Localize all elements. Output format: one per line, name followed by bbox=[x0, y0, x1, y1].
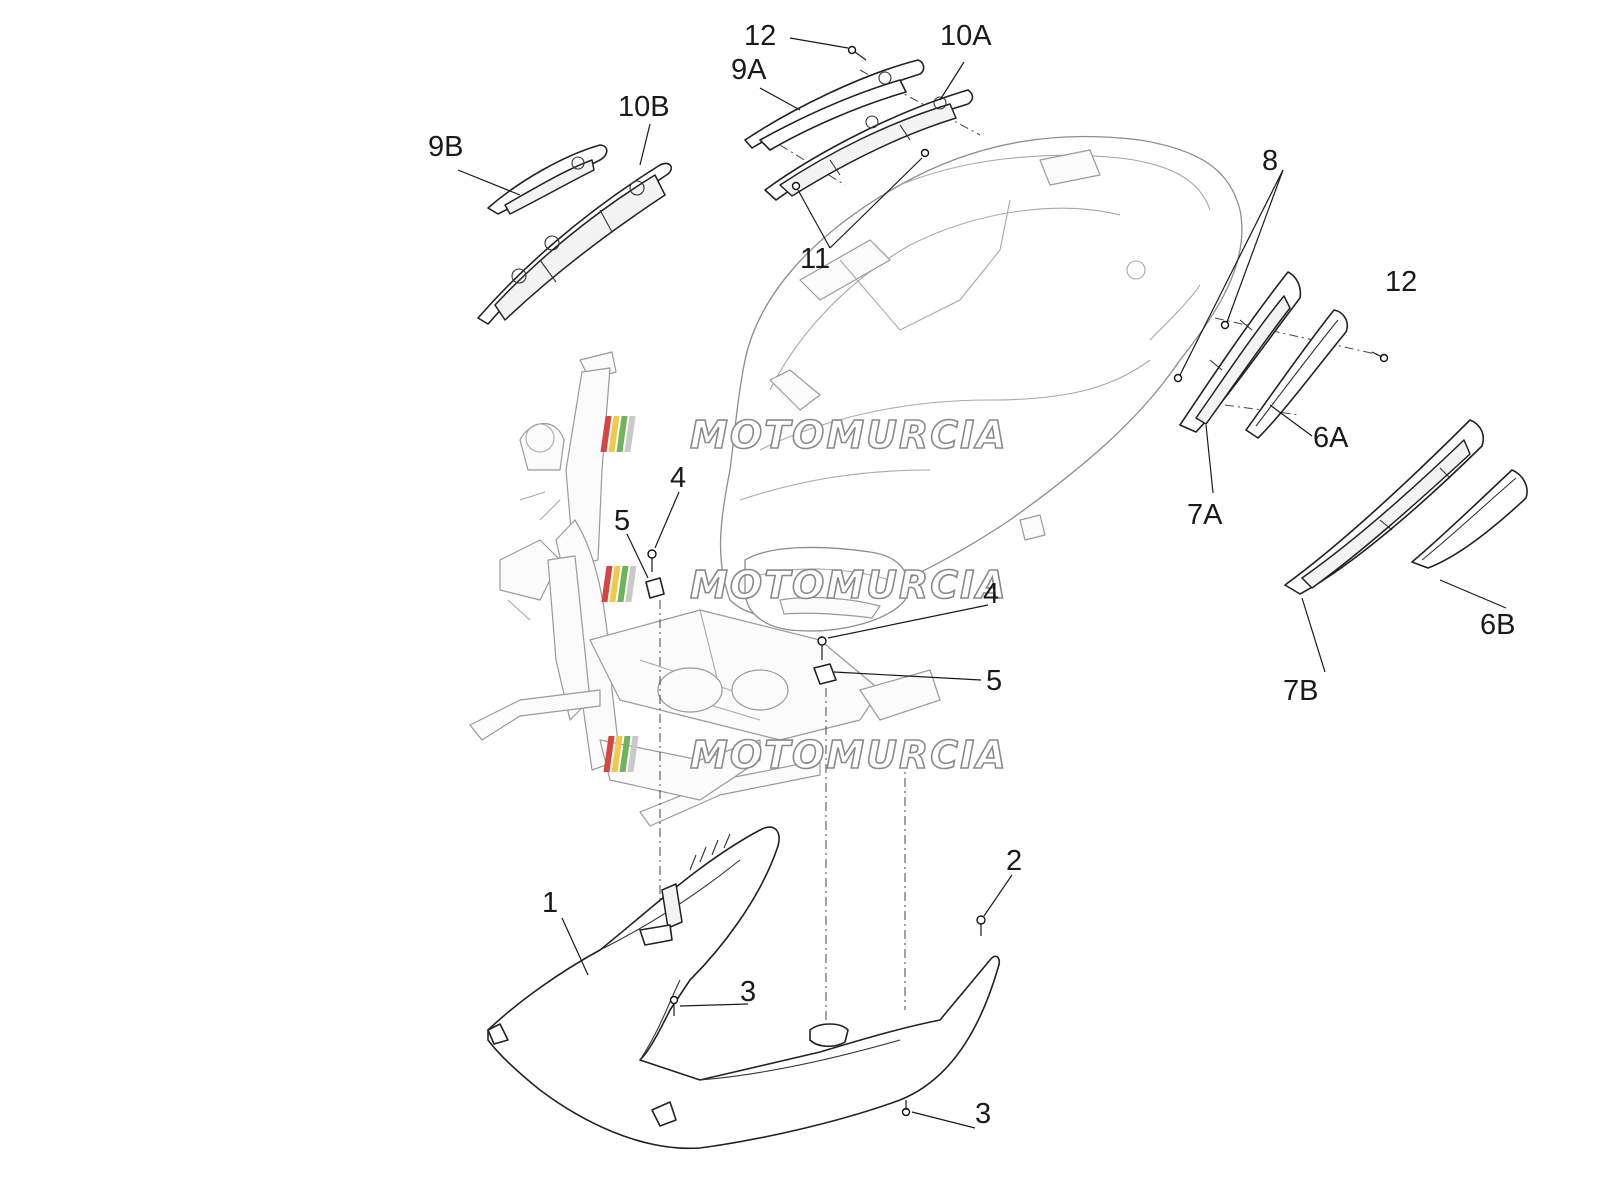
part-label-4: 4 bbox=[983, 578, 999, 610]
part-label-10b: 10B bbox=[618, 91, 670, 123]
part-label-9b: 9B bbox=[428, 131, 463, 163]
part-7a-trim bbox=[1179, 271, 1302, 433]
part-6b-trim bbox=[1411, 469, 1528, 569]
part-9a-trim bbox=[744, 59, 925, 151]
part-label-12: 12 bbox=[1385, 266, 1417, 298]
part-label-1: 1 bbox=[542, 887, 558, 919]
leader-lines bbox=[457, 37, 1507, 1129]
fasteners bbox=[645, 45, 1389, 1117]
part-label-8: 8 bbox=[1262, 145, 1278, 177]
part-label-7b: 7B bbox=[1283, 675, 1318, 707]
part-label-12: 12 bbox=[744, 20, 776, 52]
part-label-10a: 10A bbox=[940, 20, 992, 52]
part-label-4: 4 bbox=[670, 462, 686, 494]
part-label-2: 2 bbox=[1006, 845, 1022, 877]
part-label-9a: 9A bbox=[731, 54, 767, 86]
body-shell bbox=[719, 135, 1243, 632]
part-label-7a: 7A bbox=[1187, 499, 1223, 531]
watermark-middle: MOTOMURCIA bbox=[601, 562, 1008, 608]
watermark-text: MOTOMURCIA bbox=[690, 413, 1008, 457]
part-7b-trim bbox=[1284, 419, 1485, 595]
part-10b-trim bbox=[477, 162, 672, 325]
part-label-11: 11 bbox=[800, 243, 830, 275]
part-label-5: 5 bbox=[614, 505, 630, 537]
part-labels: 12 10A 9A 10B 9B 8 11 12 6A 7A 4 5 4 5 6… bbox=[428, 20, 1515, 1130]
watermark-top: MOTOMURCIA bbox=[600, 412, 1008, 458]
part-label-3: 3 bbox=[740, 976, 756, 1008]
part-10a-trim bbox=[764, 89, 974, 201]
part-label-3: 3 bbox=[975, 1098, 991, 1130]
chassis-frame bbox=[469, 351, 941, 827]
watermark-text: MOTOMURCIA bbox=[690, 733, 1008, 777]
part-label-6a: 6A bbox=[1313, 422, 1349, 454]
watermark-text: MOTOMURCIA bbox=[690, 563, 1008, 607]
part-label-6b: 6B bbox=[1480, 609, 1515, 641]
part-label-5: 5 bbox=[986, 665, 1002, 697]
watermark-bottom: MOTOMURCIA bbox=[603, 732, 1008, 778]
part-9b-trim bbox=[487, 144, 608, 215]
part-1-lower-cover bbox=[487, 826, 1001, 1150]
